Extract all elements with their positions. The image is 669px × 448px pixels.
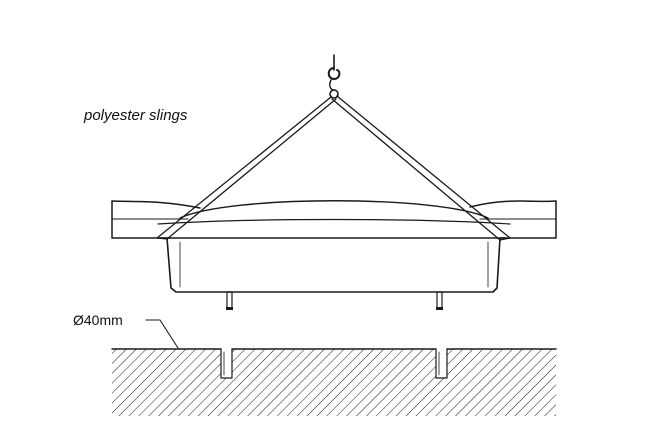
- diameter-leader: [145, 319, 179, 349]
- diameter-label: Ø40mm: [73, 312, 123, 328]
- container-body: [166, 237, 501, 293]
- hole-right: [435, 348, 448, 379]
- pin-left: [226, 291, 233, 310]
- slings-label: polyester slings: [83, 107, 188, 124]
- left-panel: [111, 200, 201, 239]
- hole-left: [220, 348, 233, 379]
- ground-section: [111, 348, 557, 416]
- top-canopy: [157, 200, 511, 239]
- polyester-slings: [156, 95, 511, 241]
- right-panel: [469, 200, 557, 239]
- pin-right: [436, 291, 443, 310]
- crane-hook: [327, 54, 341, 99]
